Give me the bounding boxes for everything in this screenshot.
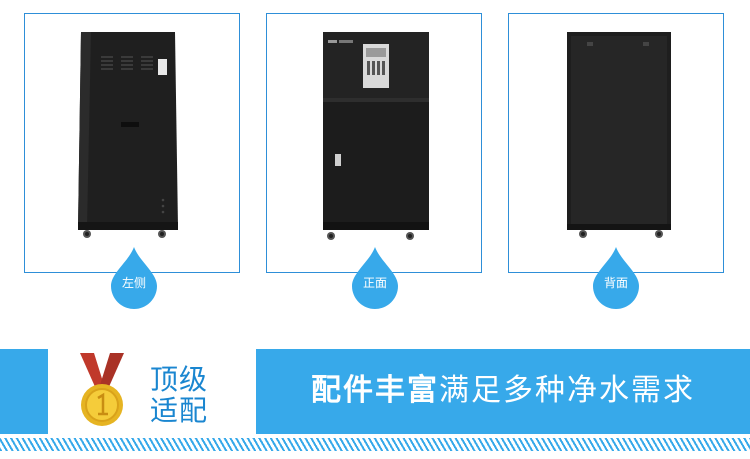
water-drop-icon <box>593 247 639 309</box>
gold-medal-icon <box>80 353 124 426</box>
banner-left-accent <box>0 349 48 434</box>
view-label-left-side: 左侧 <box>111 247 157 309</box>
view-label-front: 正面 <box>352 247 398 309</box>
cabinet-left-side-image <box>78 32 178 238</box>
water-drop-icon <box>111 247 157 309</box>
cabinet-front-image <box>323 32 429 240</box>
slogan-text: 配件丰富满足多种净水需求 <box>256 373 750 409</box>
badge-line-2: 适配 <box>150 394 209 427</box>
slogan-banner: 配件丰富满足多种净水需求 <box>256 349 750 434</box>
decorative-stripe <box>0 438 750 451</box>
badge-line-1: 顶级 <box>150 363 209 396</box>
view-label-text: 左侧 <box>121 276 146 290</box>
slogan-rest: 满足多种净水需求 <box>439 373 695 408</box>
product-view-front <box>266 13 482 273</box>
top-fit-badge: 顶级 适配 <box>150 364 230 426</box>
product-view-left-side <box>24 13 240 273</box>
cabinet-back-image <box>567 32 671 238</box>
slogan-bold: 配件丰富 <box>311 373 439 408</box>
view-label-text: 正面 <box>362 276 387 290</box>
water-drop-icon <box>352 247 398 309</box>
view-label-text: 背面 <box>603 276 628 290</box>
view-label-back: 背面 <box>593 247 639 309</box>
product-view-back <box>508 13 724 273</box>
